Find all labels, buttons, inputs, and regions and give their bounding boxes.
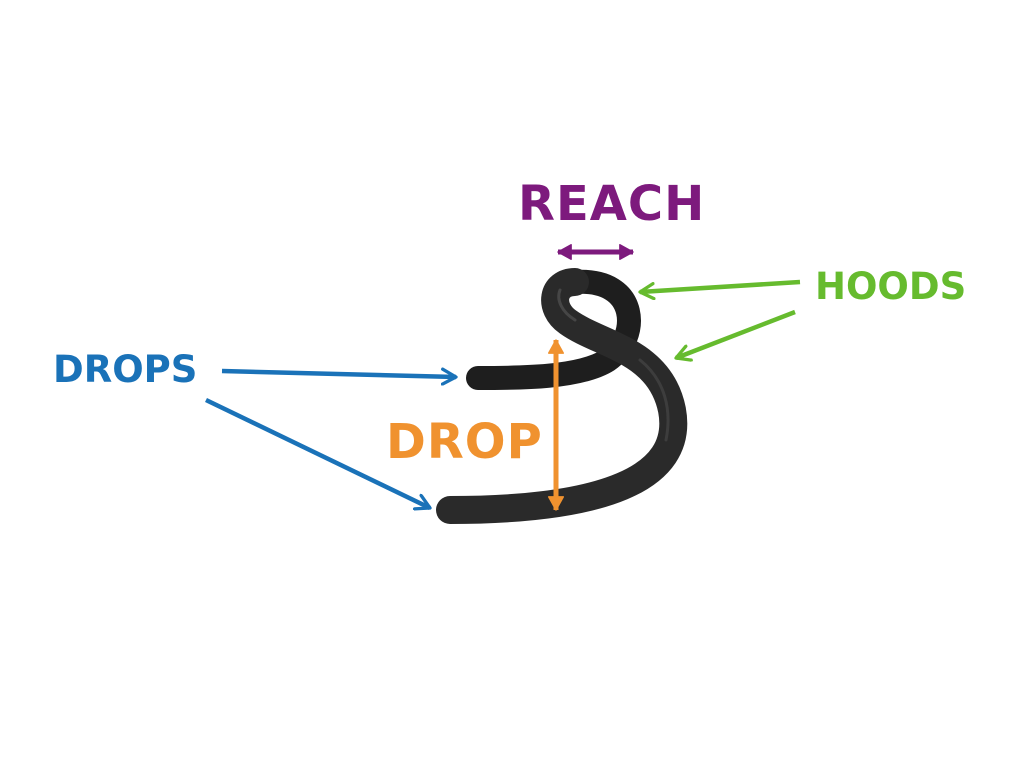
drops-arrow-upper <box>221 371 456 377</box>
drops-arrow-lower <box>205 397 430 508</box>
drop-label: DROP <box>386 414 543 470</box>
hoods-label: HOODS <box>815 265 967 308</box>
handlebar-main-curve <box>436 268 688 524</box>
hoods-arrow-lower <box>676 309 796 358</box>
drops-label: DROPS <box>53 348 198 391</box>
handlebar-upper-loop <box>466 269 641 390</box>
handlebar-shape <box>436 268 688 524</box>
reach-label: REACH <box>518 176 706 232</box>
hoods-arrow-upper <box>640 279 801 292</box>
